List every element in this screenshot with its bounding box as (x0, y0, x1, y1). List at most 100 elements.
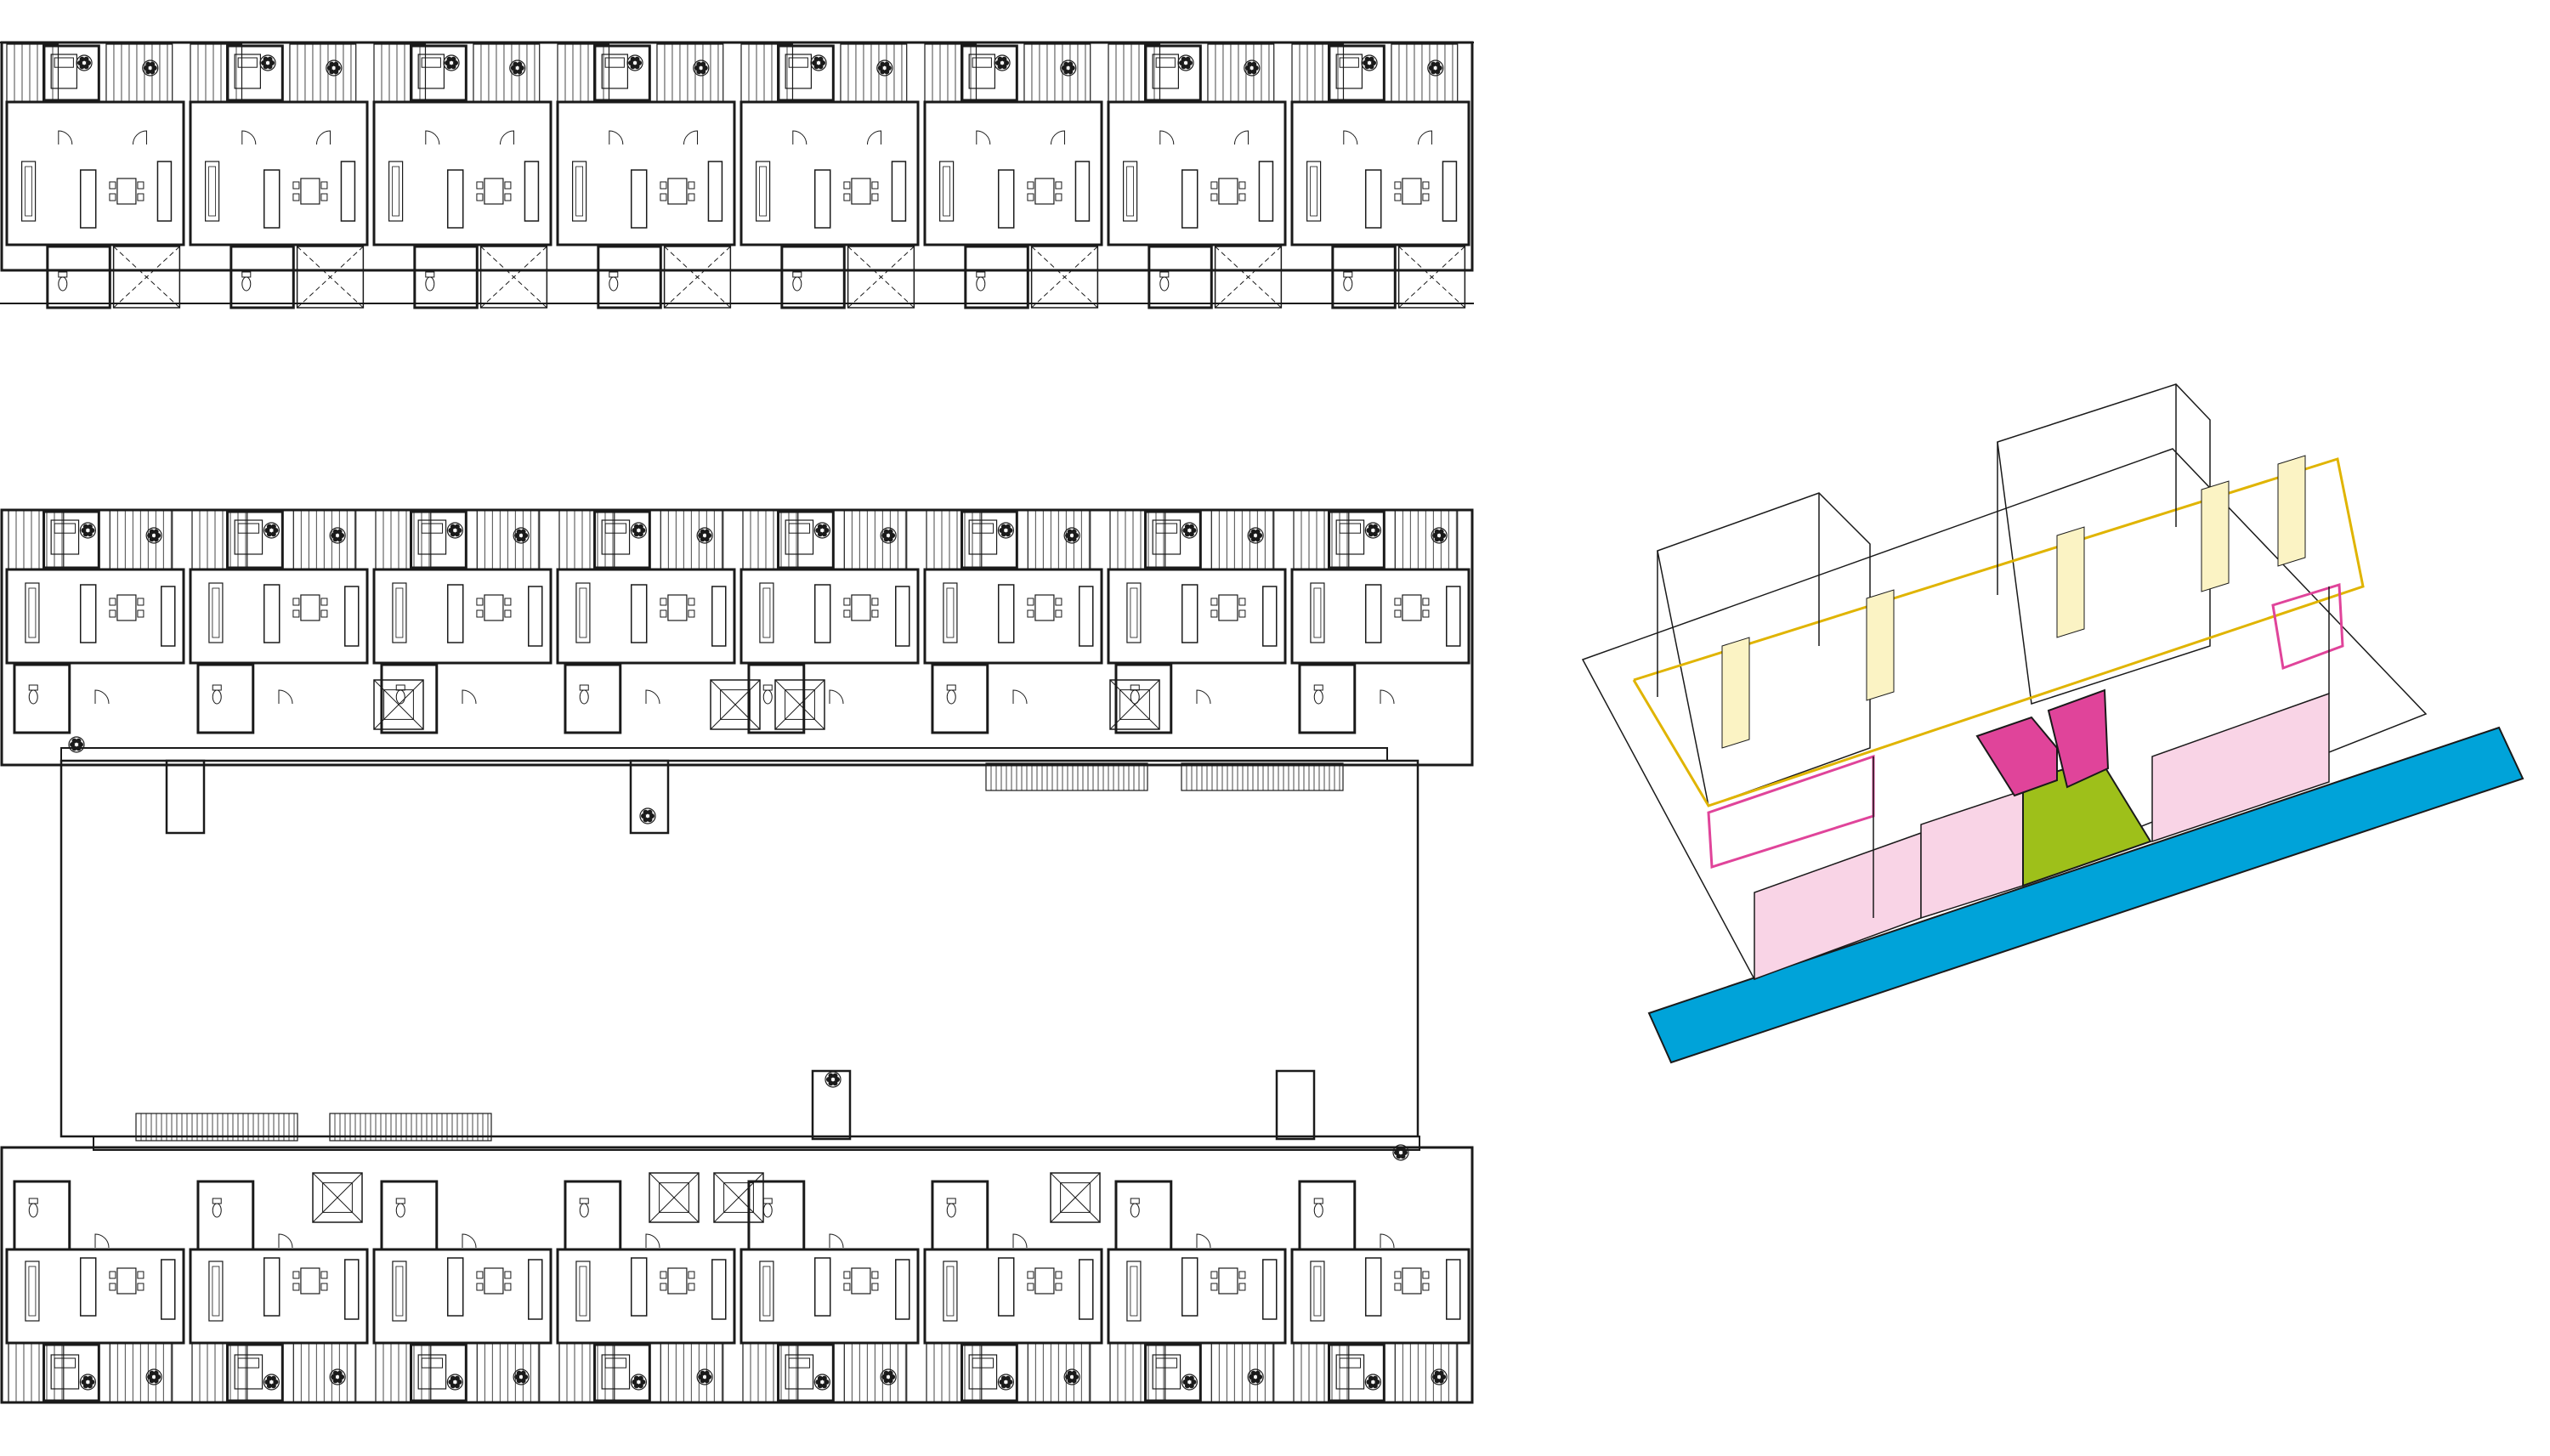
plant-icon (1247, 1368, 1264, 1385)
plant-icon-leaf (153, 536, 159, 542)
door-swing (645, 689, 660, 705)
sofa-cushion (946, 587, 955, 638)
bed-pillow (1339, 1357, 1362, 1368)
plant-icon-leaf (1431, 69, 1436, 75)
plant-icon-leaf (89, 528, 95, 533)
toilet-tank (579, 684, 589, 691)
plant-icon-ring (1431, 1368, 1448, 1385)
plant-icon-ring (513, 1368, 530, 1385)
bed-icon (417, 54, 445, 89)
balcony (843, 509, 908, 570)
toilet-tank (425, 271, 435, 278)
plant-icon-leaf (156, 1374, 162, 1380)
plant-icon-leaf (517, 61, 523, 67)
table-top (1402, 178, 1422, 205)
apartment-module-north (372, 509, 552, 734)
dining-table-icon (109, 1267, 144, 1295)
plant-icon-leaf (880, 61, 886, 67)
plant-icon-leaf (1249, 533, 1255, 538)
plant-icon-leaf (81, 1380, 87, 1385)
plant-icon-leaf (821, 1375, 827, 1381)
plant-icon-leaf (149, 536, 155, 542)
balcony (190, 43, 243, 103)
elevator-cross (713, 1172, 764, 1223)
balcony (558, 1342, 615, 1403)
plant-icon-leaf (337, 529, 343, 535)
living-space (556, 568, 736, 665)
plant-icon-leaf (826, 1077, 831, 1082)
plant-icon-leaf (270, 1383, 276, 1389)
plant-icon-leaf (333, 69, 339, 75)
chair (504, 1271, 512, 1279)
plant-icon-leaf (824, 528, 830, 533)
plant-icon-leaf (821, 1383, 827, 1389)
south-row-outline (0, 1146, 1474, 1404)
apartment-module (740, 43, 920, 309)
sofa-cushion (579, 587, 587, 638)
plant-icon-leaf (633, 1383, 639, 1389)
yellow-wall-panel (1721, 637, 1750, 749)
wardrobe (1446, 586, 1461, 647)
plant-icon (997, 1374, 1014, 1391)
bed-icon (234, 519, 264, 555)
bed-frame (1335, 519, 1365, 555)
bathroom (196, 1180, 255, 1251)
plant-icon-ring (142, 59, 159, 76)
toilet-icon (212, 684, 222, 705)
void-cross (480, 246, 547, 309)
chair (1422, 181, 1430, 190)
plant-icon-leaf (145, 61, 151, 67)
chair (1238, 609, 1246, 618)
plant-icon-leaf (1061, 65, 1067, 71)
plant-icon-leaf (1071, 1370, 1077, 1376)
chair (292, 1271, 300, 1279)
plant-icon-leaf (331, 533, 337, 538)
north-gallery (60, 747, 1388, 762)
plant-icon (696, 527, 713, 544)
chair (320, 1271, 328, 1279)
block-plan-south-row (0, 1146, 1474, 1404)
toilet-tank (1313, 684, 1323, 691)
void (479, 246, 548, 309)
plant-icon (997, 522, 1014, 539)
plant-icon-leaf (828, 1080, 834, 1086)
balcony-outline (985, 762, 1148, 791)
kitchen-counter (446, 584, 464, 643)
plant-icon-leaf (1394, 1150, 1399, 1155)
chair (320, 1283, 328, 1291)
toilet-tank (792, 271, 802, 278)
bedroom (226, 44, 284, 102)
plant-icon-leaf (450, 531, 456, 537)
plant-icon-leaf (331, 1374, 337, 1380)
plant-icon-leaf (812, 60, 818, 65)
balcony (660, 1342, 724, 1403)
kitchen-counter (630, 169, 648, 229)
bathroom (931, 1180, 989, 1251)
plant-icon-leaf (266, 531, 272, 537)
chair (109, 181, 116, 190)
bed-frame (417, 1354, 447, 1390)
kitchen-counter (997, 584, 1015, 643)
bathroom (380, 1180, 439, 1251)
chair (843, 181, 851, 190)
sofa-cushion (579, 1266, 587, 1317)
chair (843, 1271, 851, 1279)
plant-icon-leaf (1005, 1383, 1011, 1389)
toilet-icon (28, 1198, 38, 1218)
elevator-cross (312, 1172, 363, 1223)
sofa-icon (759, 1261, 774, 1322)
plant-icon-leaf (520, 1370, 526, 1376)
bedroom (777, 44, 835, 102)
apartment-module-south (1290, 1180, 1470, 1403)
sofa-cushion (208, 166, 217, 217)
plant-icon-leaf (1182, 528, 1188, 533)
balcony (926, 1342, 983, 1403)
plant-icon (326, 59, 343, 76)
bed-frame (50, 54, 77, 89)
plant-icon-leaf (835, 1077, 840, 1082)
plant-icon-ring (876, 59, 893, 76)
dining-table-icon (1027, 1267, 1062, 1295)
plant-icon-leaf (1250, 1378, 1256, 1384)
bedroom (1144, 510, 1202, 569)
plant-icon-ring (1177, 54, 1194, 71)
